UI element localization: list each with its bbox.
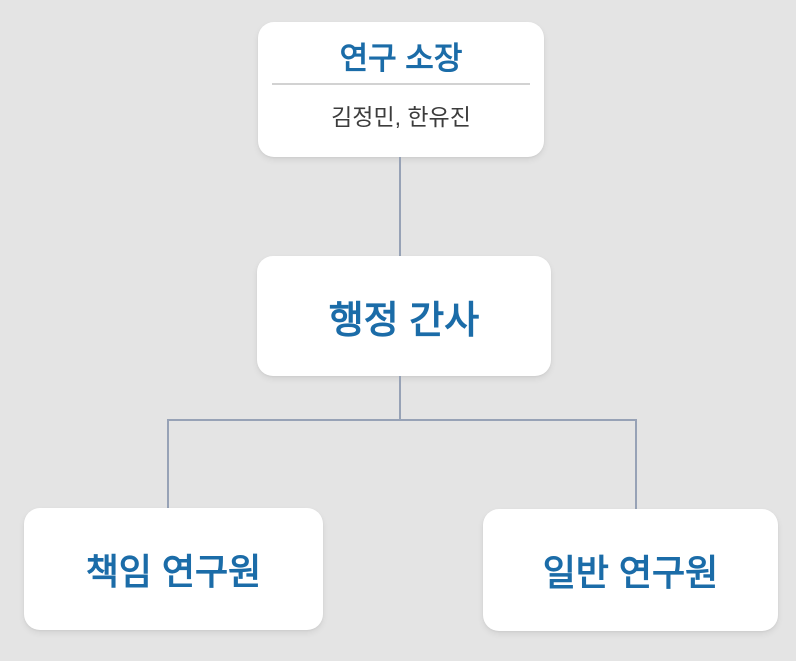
connector-branch-horizontal (167, 419, 637, 421)
director-title-divider (272, 83, 530, 85)
node-senior-researcher: 책임 연구원 (24, 508, 323, 630)
research-director-title: 연구 소장 (339, 41, 463, 76)
node-research-director: 연구 소장 김정민, 한유진 (258, 22, 544, 157)
node-general-researcher: 일반 연구원 (483, 509, 778, 631)
connector-secretary-stem (399, 376, 401, 420)
admin-secretary-title: 행정 간사 (328, 299, 480, 342)
connector-director-to-secretary (399, 157, 401, 256)
research-director-members: 김정민, 한유진 (331, 104, 471, 130)
connector-branch-left (167, 421, 169, 509)
connector-branch-right (635, 421, 637, 510)
node-admin-secretary: 행정 간사 (257, 256, 551, 376)
general-researcher-title: 일반 연구원 (542, 552, 719, 593)
senior-researcher-title: 책임 연구원 (85, 551, 262, 592)
